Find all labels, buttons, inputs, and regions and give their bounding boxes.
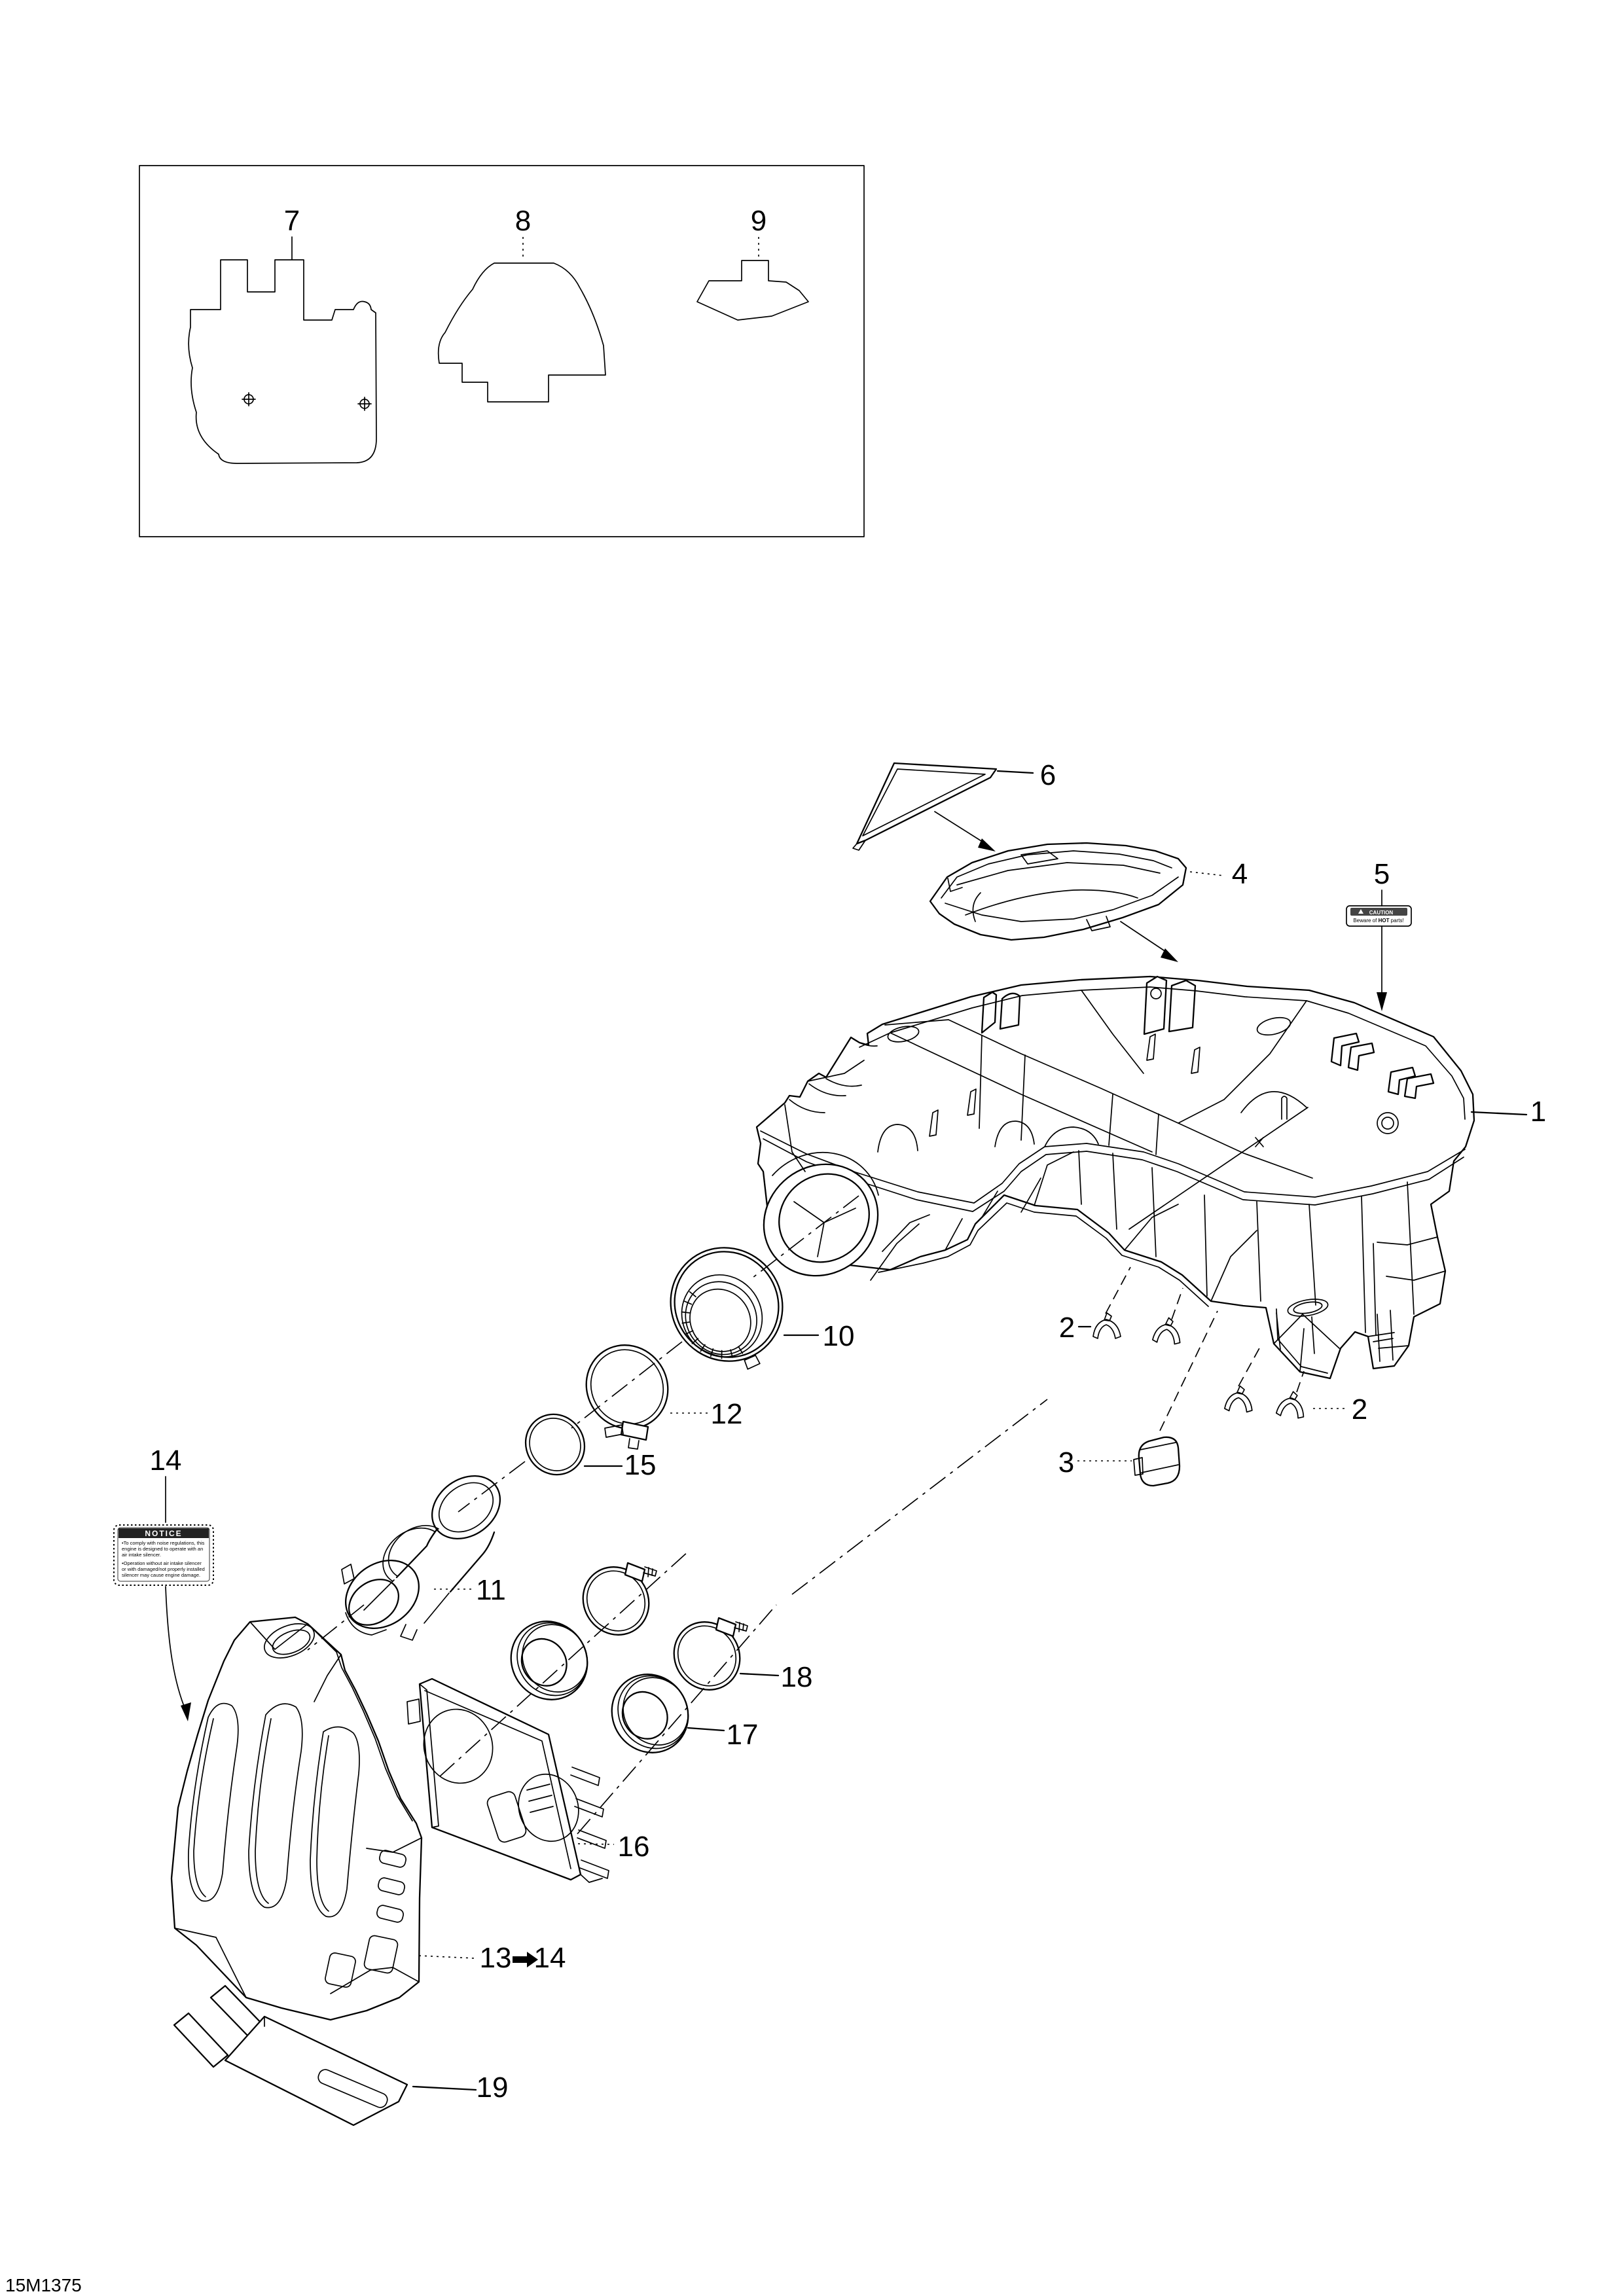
svg-text:17: 17	[727, 1719, 759, 1751]
svg-text:11: 11	[476, 1574, 506, 1606]
svg-text:2: 2	[1352, 1393, 1367, 1426]
svg-text:Beware of HOT parts!: Beware of HOT parts!	[1353, 918, 1403, 924]
svg-text:14: 14	[534, 1942, 566, 1974]
svg-text:1: 1	[1530, 1096, 1546, 1128]
svg-text:4: 4	[1232, 858, 1248, 890]
svg-text:13: 13	[480, 1942, 512, 1974]
svg-text:7: 7	[284, 205, 300, 237]
svg-text:2: 2	[1059, 1312, 1075, 1344]
svg-text:15M1375: 15M1375	[5, 2275, 82, 2295]
svg-text:NOTICE: NOTICE	[145, 1529, 182, 1538]
svg-text:14: 14	[150, 1444, 182, 1477]
svg-text:air intake silencer.: air intake silencer.	[122, 1552, 161, 1558]
svg-text:•Operation without air intake: •Operation without air intake silencer	[122, 1560, 202, 1566]
svg-text:15: 15	[624, 1449, 657, 1481]
svg-text:19: 19	[477, 2072, 509, 2104]
svg-text:silencer may cause engine dama: silencer may cause engine damage.	[122, 1572, 200, 1578]
svg-text:9: 9	[751, 205, 767, 237]
svg-text:18: 18	[781, 1661, 813, 1693]
svg-text:•To comply with noise regulati: •To comply with noise regulations, this	[122, 1540, 205, 1546]
svg-text:10: 10	[823, 1320, 855, 1352]
svg-text:8: 8	[515, 205, 531, 237]
svg-text:5: 5	[1374, 858, 1390, 890]
svg-text:or with damaged/not properly i: or with damaged/not properly installed	[122, 1566, 205, 1572]
svg-text:16: 16	[618, 1831, 650, 1863]
svg-text:CAUTION: CAUTION	[1369, 910, 1394, 916]
svg-text:12: 12	[711, 1398, 743, 1430]
svg-text:engine is designed to operate: engine is designed to operate with an	[122, 1546, 203, 1552]
svg-text:3: 3	[1058, 1446, 1074, 1479]
svg-text:6: 6	[1040, 759, 1056, 791]
